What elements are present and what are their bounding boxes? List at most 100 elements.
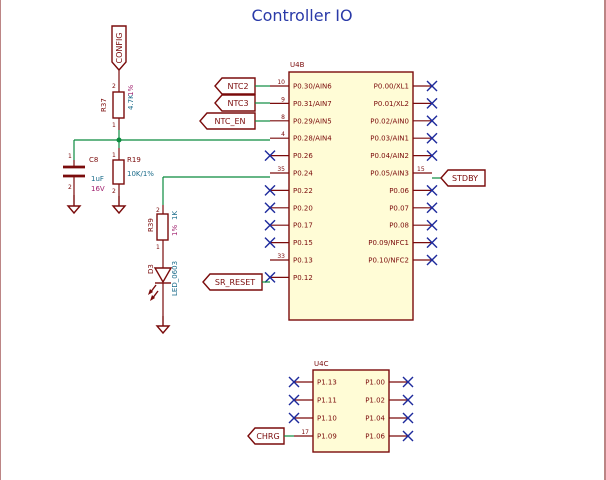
resistor-r19[interactable]: 1 2 R19 10K/1% — [112, 148, 154, 196]
u4c-right-pin-p1-00[interactable]: P1.00 — [365, 376, 414, 388]
u4c-left-pin-p1-13[interactable]: P1.13 — [288, 376, 337, 388]
net-label-ntc-en[interactable]: NTC_EN — [199, 112, 270, 130]
ground-r19 — [111, 196, 127, 215]
u4c-right-pin-p1-06[interactable]: P1.06 — [365, 430, 414, 442]
u4c-right-pin-p1-04[interactable]: P1.04 — [365, 412, 414, 424]
led-value: LED_0603 — [171, 261, 179, 296]
u4b-right-pin-p0-04-ain2[interactable]: P0.04/AIN2 — [370, 150, 438, 162]
pin-name: P0.30/AIN6 — [293, 83, 332, 91]
pin-number: 17 — [301, 429, 309, 436]
pin-number: 10 — [277, 79, 285, 86]
svg-text:STDBY: STDBY — [452, 174, 478, 183]
u4b-left-pin-p0-17[interactable]: P0.17 — [264, 219, 313, 231]
pin-name: P0.20 — [293, 204, 313, 212]
svg-text:CHRG: CHRG — [256, 432, 279, 441]
pin-name: P0.31/AIN7 — [293, 100, 332, 108]
u4b-left-pin-p0-12[interactable]: P0.12 — [264, 271, 313, 283]
svg-text:2: 2 — [112, 188, 116, 195]
no-connect-icon — [288, 412, 300, 424]
u4c-left-pin-p1-10[interactable]: P1.10 — [288, 412, 337, 424]
pin-name: P0.02/AIN0 — [370, 117, 409, 125]
pin-name: P1.13 — [317, 379, 337, 387]
u4b-right-pin-p0-03-ain1[interactable]: P0.03/AIN1 — [370, 132, 438, 144]
u4b-right-pin-p0-06[interactable]: P0.06 — [389, 184, 438, 196]
pin-name: P1.04 — [365, 415, 385, 423]
net-label-stdby[interactable]: STDBY — [432, 169, 486, 187]
u4b-right-pin-p0-00-xl1[interactable]: P0.00/XL1 — [374, 80, 438, 92]
pin-name: P0.13 — [293, 257, 313, 265]
u4b-right-pin-p0-01-xl2[interactable]: P0.01/XL2 — [374, 97, 438, 109]
no-connect-icon — [264, 237, 276, 249]
u4b-right-pin-p0-02-ain0[interactable]: P0.02/AIN0 — [370, 115, 438, 127]
u4b-right-pin-p0-10-nfc2[interactable]: P0.10/NFC2 — [368, 254, 438, 266]
r37-ref: R37 — [100, 98, 108, 112]
u4c-right-pin-p1-02[interactable]: P1.02 — [365, 394, 414, 406]
u4c-ref: U4C — [314, 360, 329, 368]
svg-text:2: 2 — [112, 83, 116, 90]
led-d3[interactable]: D3 LED_0603 — [147, 250, 179, 316]
no-connect-icon — [426, 97, 438, 109]
capacitor-c8[interactable]: 1 2 C8 1uF 16V — [63, 153, 105, 195]
svg-text:NTC2: NTC2 — [227, 82, 248, 91]
r19-ref: R19 — [127, 156, 141, 164]
resistor-r39[interactable]: 2 1 R39 1K 1% — [147, 205, 179, 251]
u4b-right-pin-p0-08[interactable]: P0.08 — [389, 219, 438, 231]
pin-name: P0.17 — [293, 222, 313, 230]
svg-text:2: 2 — [68, 184, 72, 191]
ground-led — [155, 316, 171, 335]
pin-name: P1.10 — [317, 415, 337, 423]
pin-name: P1.09 — [317, 433, 337, 441]
u4b-left-pin-p0-22[interactable]: P0.22 — [264, 184, 313, 196]
no-connect-icon — [426, 202, 438, 214]
pin-number: 15 — [417, 166, 425, 173]
no-connect-icon — [288, 376, 300, 388]
svg-text:CONFIG: CONFIG — [115, 32, 124, 63]
no-connect-icon — [426, 184, 438, 196]
no-connect-icon — [426, 150, 438, 162]
net-label-sr-reset[interactable]: SR_RESET — [202, 273, 270, 291]
pin-number: 9 — [281, 96, 285, 103]
u4b-left-pin-p0-26[interactable]: P0.26 — [264, 150, 313, 162]
pin-name: P0.07 — [389, 204, 409, 212]
u4b-left-pin-p0-31-ain7[interactable]: P0.31/AIN7 9 — [270, 96, 332, 108]
r39-ref: R39 — [147, 218, 155, 232]
u4c-left-pin-p1-09[interactable]: P1.09 17 — [294, 429, 337, 441]
pin-name: P0.00/XL1 — [374, 83, 409, 91]
r39-value: 1K — [171, 211, 179, 220]
u4b-symbol[interactable]: U4B — [288, 61, 414, 321]
no-connect-icon — [426, 254, 438, 266]
r37-tol: 1% — [127, 85, 135, 96]
pin-name: P1.11 — [317, 397, 337, 405]
pin-name: P1.02 — [365, 397, 385, 405]
net-label-ntc2[interactable]: NTC2 — [214, 77, 270, 95]
u4b-left-pin-p0-15[interactable]: P0.15 — [264, 237, 313, 249]
net-label-chrg[interactable]: CHRG — [247, 427, 294, 445]
u4b-right-pin-p0-07[interactable]: P0.07 — [389, 202, 438, 214]
u4b-left-pin-p0-20[interactable]: P0.20 — [264, 202, 313, 214]
u4c-left-pin-p1-11[interactable]: P1.11 — [288, 394, 337, 406]
u4b-right-pin-p0-09-nfc1[interactable]: P0.09/NFC1 — [368, 237, 438, 249]
no-connect-icon — [426, 132, 438, 144]
u4b-left-pin-p0-30-ain6[interactable]: P0.30/AIN6 10 — [270, 79, 332, 91]
no-connect-icon — [264, 219, 276, 231]
ground-c8 — [66, 195, 82, 215]
resistor-r37[interactable]: 2 1 R37 4.7K 1% — [100, 70, 135, 130]
net-label-config[interactable]: CONFIG — [111, 25, 127, 72]
pin-name: P0.09/NFC1 — [368, 239, 409, 247]
pin-number: 4 — [281, 131, 285, 138]
pin-name: P0.04/AIN2 — [370, 152, 409, 160]
svg-text:SR_RESET: SR_RESET — [215, 278, 255, 287]
net-label-ntc3[interactable]: NTC3 — [214, 94, 270, 112]
pin-name: P0.29/AIN5 — [293, 117, 332, 125]
u4c-symbol[interactable]: U4C — [312, 360, 390, 453]
u4b-ref: U4B — [290, 61, 305, 69]
svg-text:1: 1 — [112, 122, 116, 129]
